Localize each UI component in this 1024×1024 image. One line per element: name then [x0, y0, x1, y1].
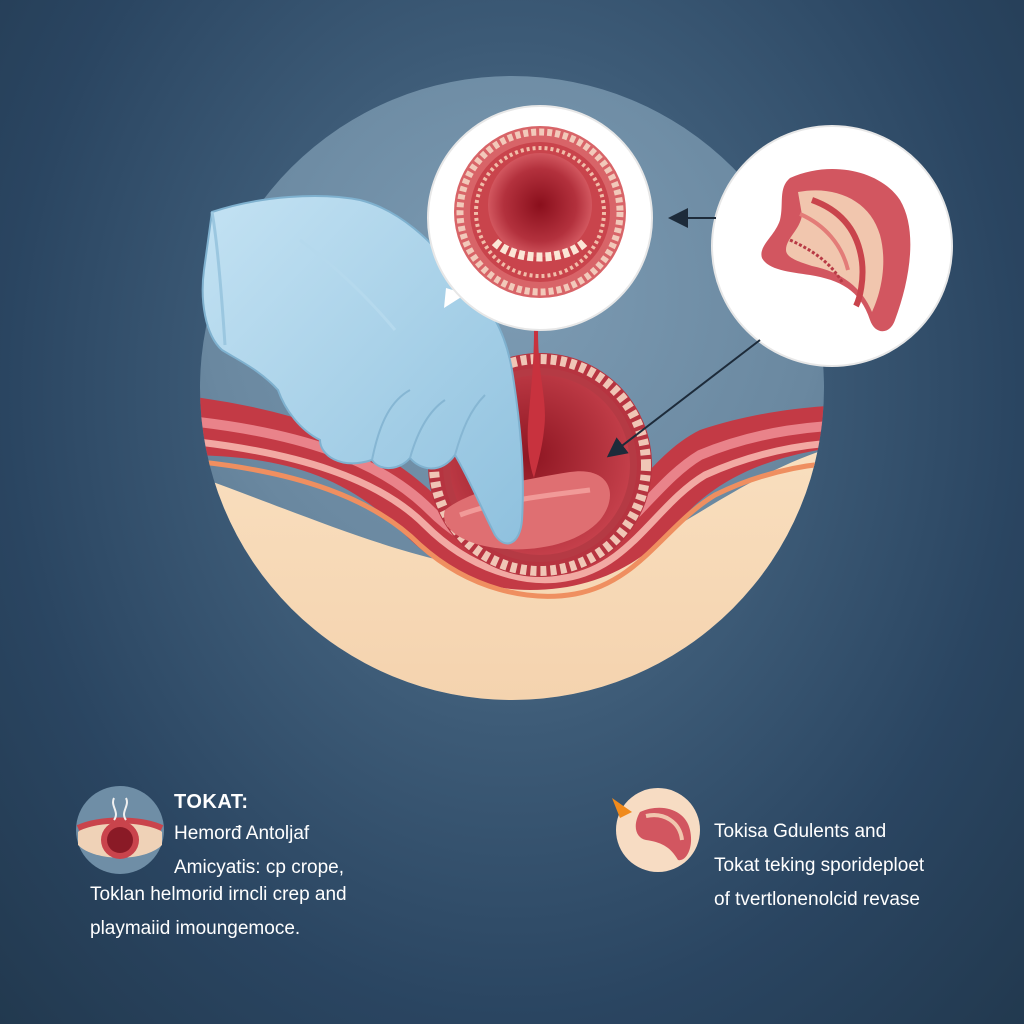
cross-section-icon — [454, 126, 626, 298]
caption-right-line2: Tokat teking sporideploet — [714, 855, 925, 876]
caption-left-body: Toklan helmorid irncli crep and playmaii… — [90, 878, 347, 946]
caption-left: TOKAT: Hemorđ Antoljaf Amicyatis: cp cro… — [174, 787, 344, 885]
caption-right-line1: Tokisa Gdulents and — [714, 821, 887, 842]
caption-right: Tokisa Gdulents and Tokat teking sporide… — [714, 815, 924, 917]
caption-right-line3: of tvertlonenolcid revase — [714, 889, 920, 910]
caption-left-line3: Toklan helmorid irncli crep and — [90, 884, 347, 905]
caption-left-line4: playmaiid imoungemoce. — [90, 918, 301, 939]
probe-stem — [527, 330, 545, 478]
arrow-icon — [606, 208, 761, 458]
glove-hand-icon — [201, 195, 524, 545]
tissue-fold-icon — [761, 169, 911, 332]
caption-left-line2: Amicyatis: cp crope, — [174, 857, 344, 878]
cross-section-callout — [427, 105, 653, 331]
tissue-fold-callout — [711, 125, 953, 367]
caption-left-title: TOKAT: — [174, 791, 249, 813]
caption-left-line1: Hemorđ Antoljaf — [174, 823, 310, 844]
legend-thumb-left — [76, 786, 164, 874]
legend-thumb-right — [612, 788, 700, 872]
